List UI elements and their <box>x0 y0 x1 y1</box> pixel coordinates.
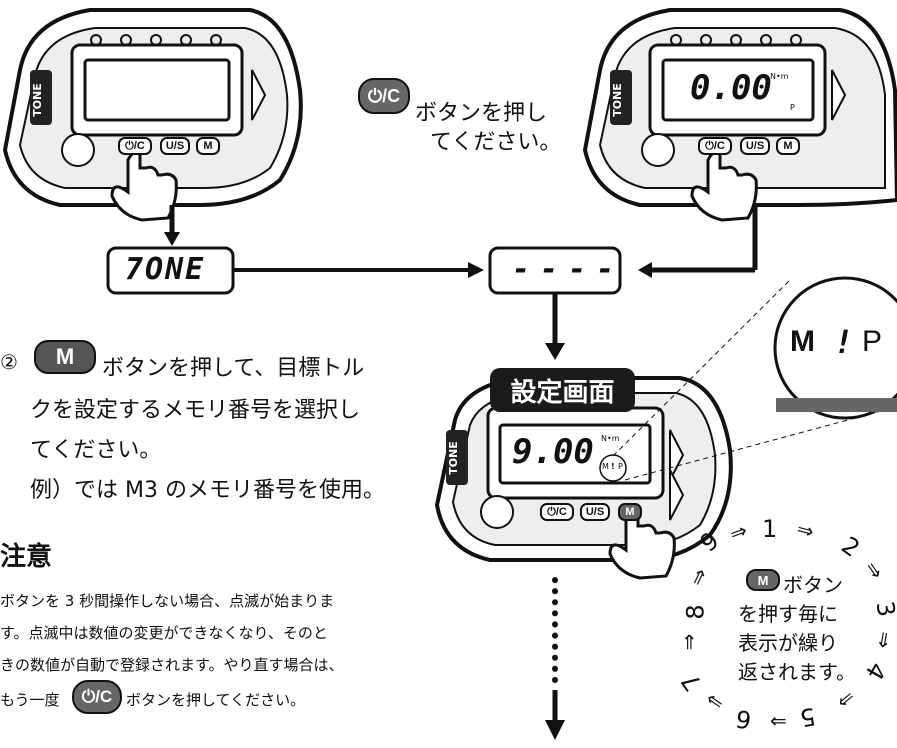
step2-m-button-icon: M <box>34 340 96 374</box>
power-clear-button-3[interactable]: ⏻/C <box>540 503 574 521</box>
brand-label: TONE <box>31 83 44 117</box>
setting-mem-m: M <box>602 462 609 471</box>
setting-mem-p: P <box>618 462 623 471</box>
step2-line3: てください。 <box>30 438 162 463</box>
caution-line4-after: ボタンを押してください。 <box>126 691 306 709</box>
torque-wrench-device-top-left <box>2 8 303 246</box>
cycle-line4: 返されます。 <box>738 660 856 684</box>
unit-select-button[interactable]: U/S <box>160 137 190 155</box>
step2-line4: 例）では M3 のメモリ番号を使用。 <box>30 478 385 503</box>
power-clear-button-2[interactable]: ⏻/C <box>698 137 732 155</box>
cycle-num-1: 1 <box>762 515 778 543</box>
step1-line2: てください。 <box>430 130 562 155</box>
tone-screen-text: 7ONE <box>125 252 206 287</box>
caution-line2: す。点滅中は数値の変更ができなくなり、そのと <box>0 624 328 642</box>
unit-select-button-2[interactable]: U/S <box>740 137 770 155</box>
zoom-num: ! <box>834 323 854 361</box>
setting-unit: N•m <box>601 434 620 443</box>
brand-label-3: TONE <box>447 441 460 475</box>
caution-line4-before: もう一度 <box>0 691 60 709</box>
torque-wrench-device-top-right <box>582 8 897 278</box>
setting-screen-title: 設定画面 <box>490 368 635 412</box>
brand-label-2: TONE <box>611 83 624 117</box>
setting-mem-num: ! <box>611 462 615 471</box>
zoom-callout <box>773 276 897 420</box>
display-unit: N•m <box>770 72 789 81</box>
memory-button[interactable]: M <box>196 137 220 155</box>
zoom-p: P <box>862 325 883 358</box>
cycle-num-8: 8 <box>681 604 710 620</box>
step1-line1: ボタンを押し <box>415 101 548 126</box>
power-clear-button[interactable]: ⏻/C <box>118 137 152 155</box>
cycle-line3: 表示が繰り <box>738 631 838 655</box>
cycle-arrow-7-8: ⇒ <box>676 633 701 651</box>
dashes-screen-text: ---- <box>512 252 625 287</box>
cycle-m-button-icon: M <box>746 569 780 591</box>
step2-line2: クを設定するメモリ番号を選択し <box>30 398 361 423</box>
setting-reading: 9.00 <box>512 432 594 472</box>
display-reading: 0.00 <box>690 68 772 108</box>
torque-wrench-device-setting <box>434 376 733 580</box>
step2-number: ② <box>0 350 18 374</box>
zoom-m: M <box>790 325 815 358</box>
unit-select-button-3[interactable]: U/S <box>580 503 610 521</box>
caution-button-icon: ⏻/C <box>72 680 122 714</box>
step1-button-icon: ⏻/C <box>358 78 410 114</box>
display-p: P <box>790 103 795 112</box>
memory-button-3[interactable]: M <box>618 503 642 521</box>
step2-line1: ボタンを押して、目標トル <box>102 356 365 381</box>
cycle-line1: ボタン <box>783 573 843 597</box>
cycle-arrow-5-6: ⇒ <box>770 710 787 734</box>
caution-line1: ボタンを 3 秒間操作しない場合、点滅が始まりま <box>0 592 335 610</box>
caution-line3: きの数値が自動で登録されます。やり直す場合は、 <box>0 656 344 674</box>
caution-heading: 注意 <box>0 542 53 572</box>
cycle-line2: を押す毎に <box>738 602 838 626</box>
memory-button-2[interactable]: M <box>776 137 800 155</box>
